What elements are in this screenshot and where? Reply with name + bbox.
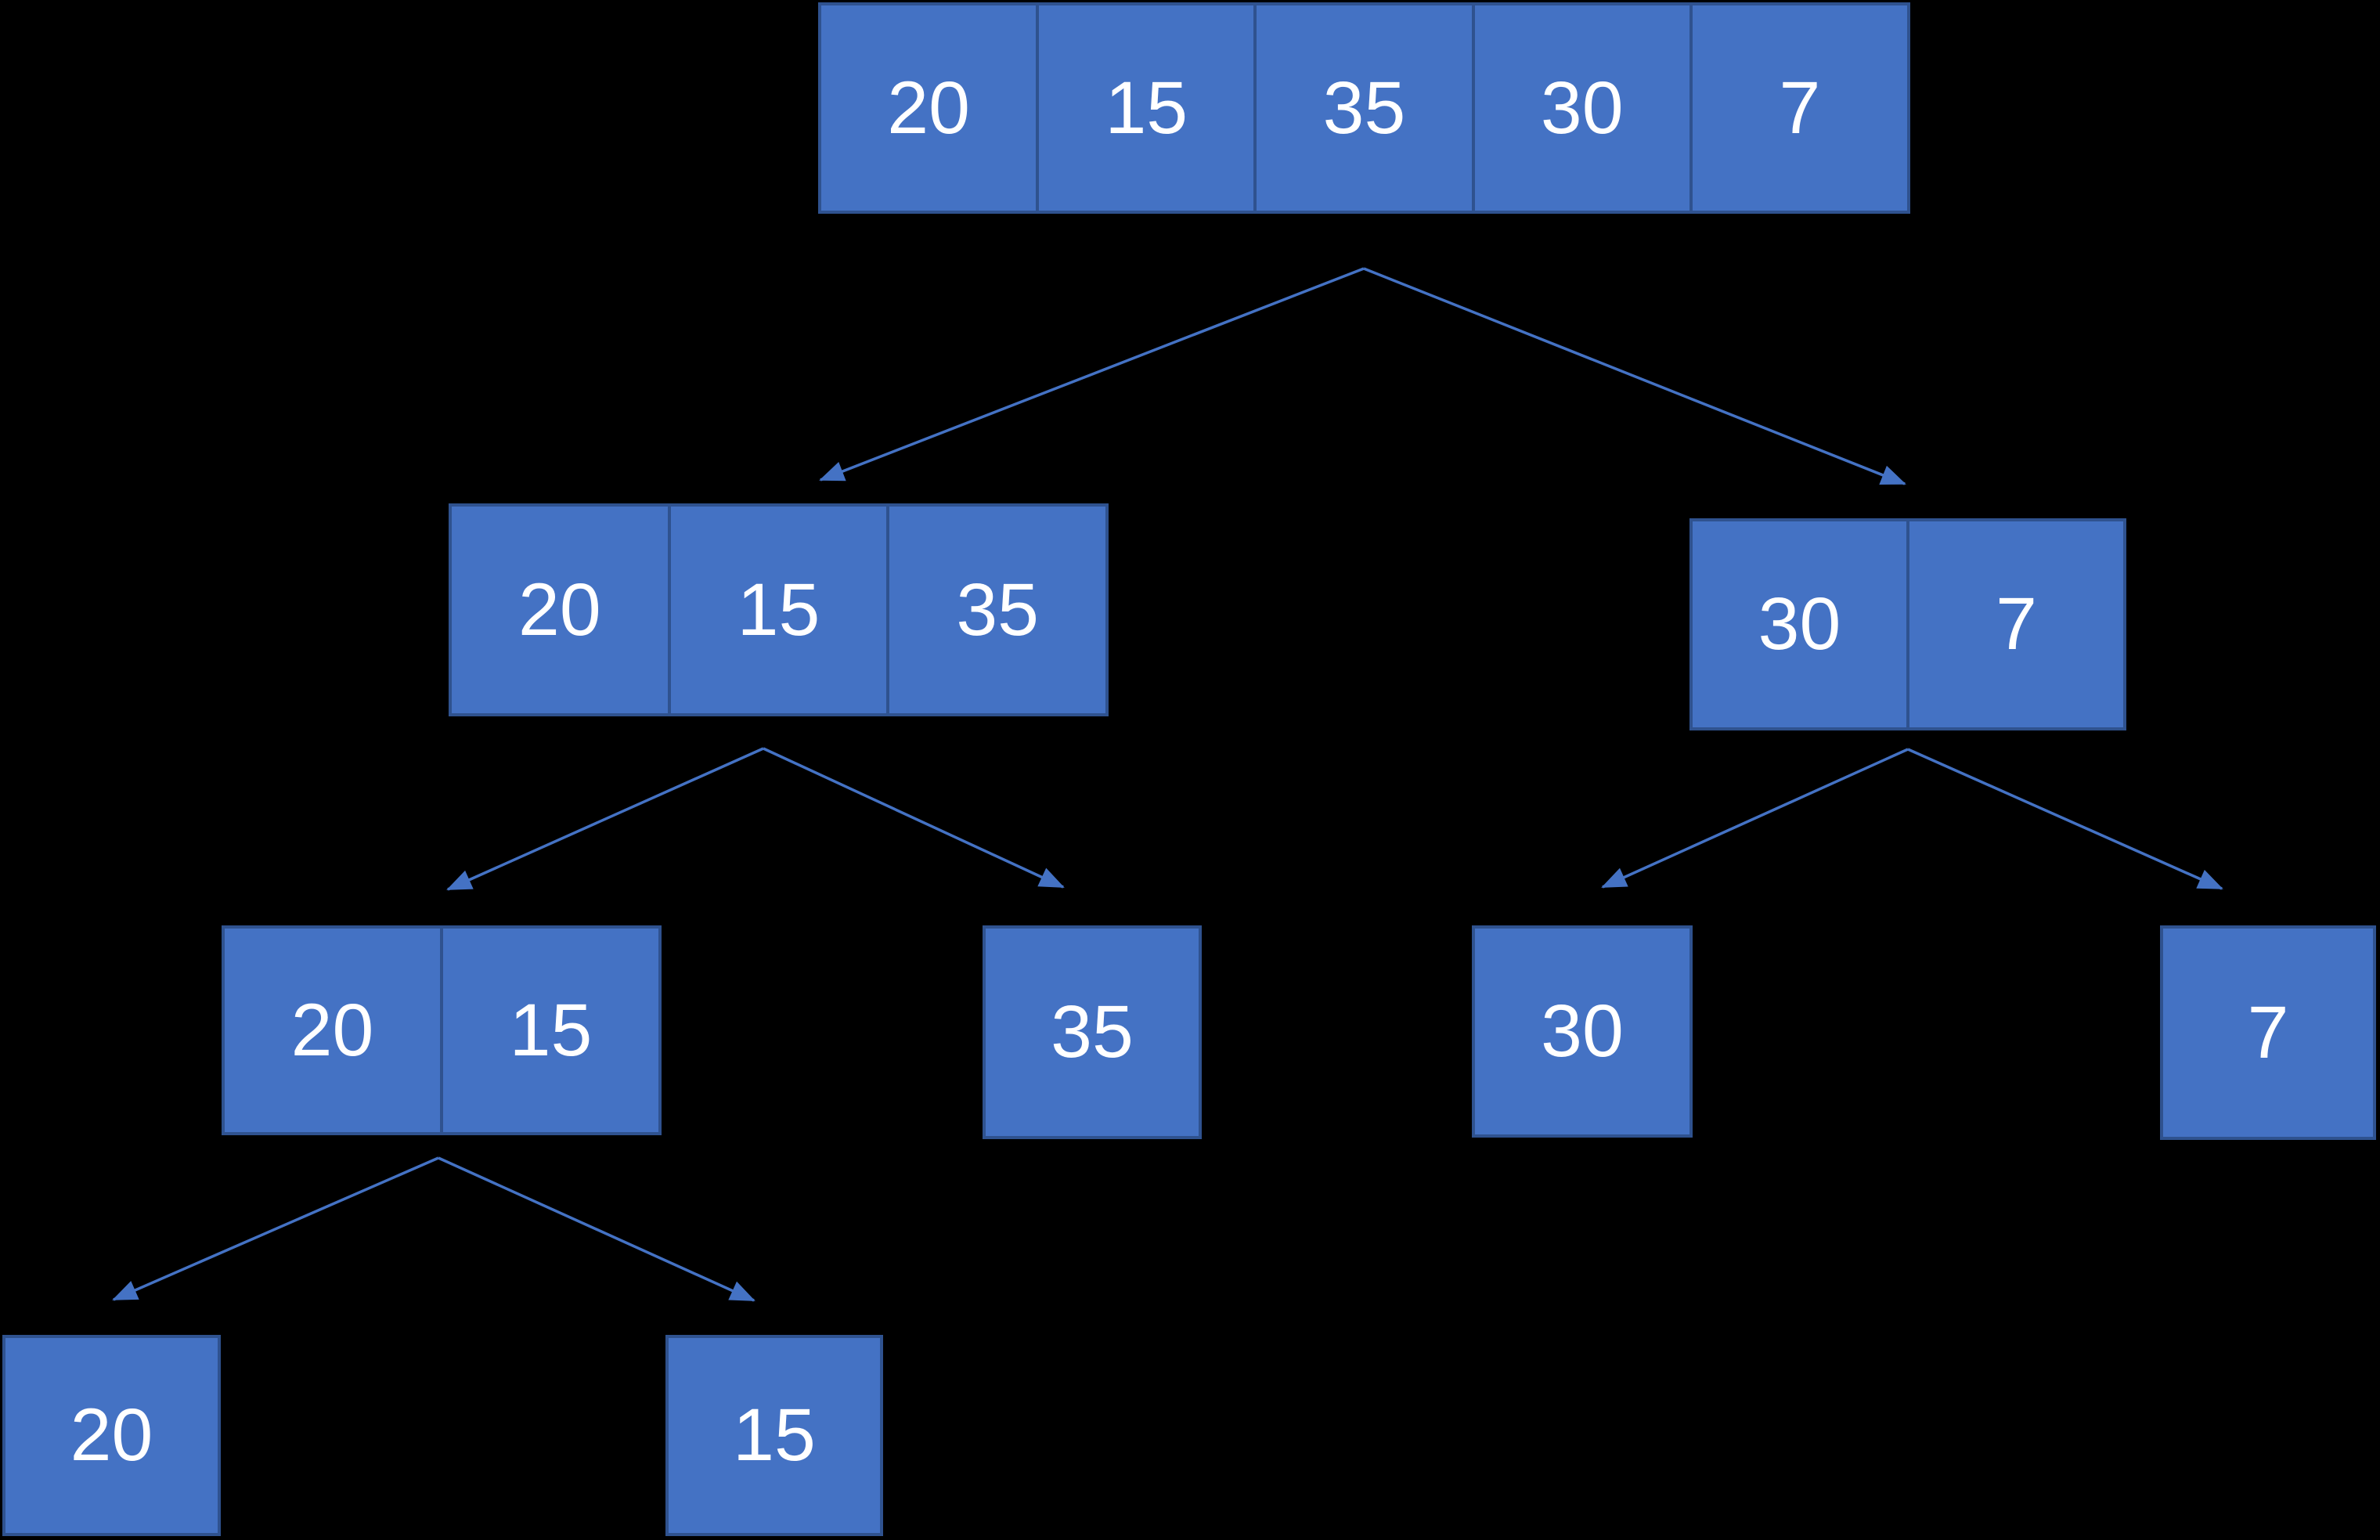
array-cell: 35 [1051, 990, 1134, 1073]
arrow-right-to-right-left [1601, 748, 1909, 889]
array-cell: 20 [518, 568, 601, 651]
array-root: 20 15 35 30 7 [818, 2, 1910, 214]
arrow-right-to-right-right [1907, 748, 2223, 890]
array-cell: 20 [887, 66, 970, 150]
array-cell: 7 [1906, 521, 2123, 727]
arrow-root-to-right [1363, 267, 1906, 485]
array-single-35: 35 [983, 925, 1202, 1139]
array-cell: 30 [1541, 990, 1624, 1073]
array-left-left-pair: 20 15 [222, 925, 662, 1135]
array-cell: 35 [1253, 5, 1471, 211]
array-single-15: 15 [665, 1335, 883, 1536]
array-single-20: 20 [2, 1335, 221, 1536]
array-left-half: 20 15 35 [449, 503, 1109, 716]
arrow-root-to-left [819, 267, 1365, 481]
array-cell: 15 [667, 507, 887, 713]
array-cell: 7 [2247, 990, 2289, 1074]
array-cell: 30 [1758, 582, 1841, 665]
array-single-30: 30 [1472, 925, 1693, 1138]
arrow-left-to-left-left [446, 747, 764, 891]
array-single-7: 7 [2160, 925, 2376, 1140]
arrow-pair-to-leaf-20 [112, 1156, 439, 1301]
array-cell: 20 [290, 988, 374, 1072]
array-cell: 15 [1036, 5, 1253, 211]
array-cell: 15 [440, 929, 658, 1132]
array-right-half: 30 7 [1689, 518, 2126, 730]
array-cell: 35 [886, 507, 1105, 713]
array-cell: 7 [1689, 5, 1907, 211]
array-cell: 15 [733, 1394, 816, 1477]
array-cell: 30 [1471, 5, 1689, 211]
array-cell: 20 [70, 1394, 153, 1477]
arrow-left-to-left-right [763, 747, 1065, 889]
arrow-pair-to-leaf-15 [438, 1156, 755, 1302]
